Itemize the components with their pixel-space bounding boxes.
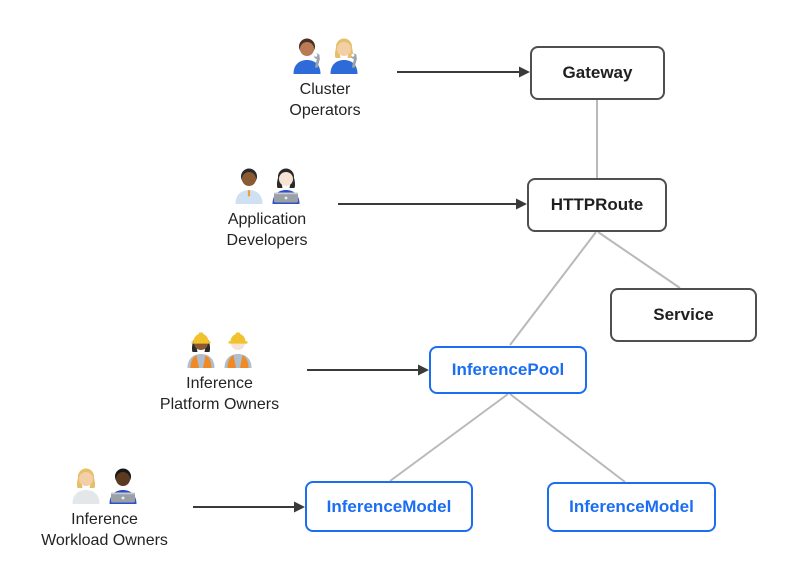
workload-owners-emoji-pair-icon: [69, 464, 140, 504]
actor-application-developers-label: Application Developers: [226, 211, 308, 249]
actor-cluster-operators-label: Cluster Operators: [289, 81, 361, 119]
node-httproute: HTTPRoute: [527, 178, 667, 232]
node-gateway: Gateway: [530, 46, 665, 100]
node-inferencemodel-left-label: InferenceModel: [326, 496, 452, 516]
actor-inference-platform-owners: Inference Platform Owners: [132, 328, 307, 415]
mechanics-emoji-pair-icon: [290, 34, 361, 74]
actor-inference-workload-owners: Inference Workload Owners: [17, 464, 192, 551]
node-service-label: Service: [653, 305, 714, 324]
developers-emoji-pair-icon: [232, 164, 303, 204]
node-inferencemodel-right: InferenceModel: [547, 482, 716, 532]
node-httproute-label: HTTPRoute: [550, 195, 644, 214]
actor-inference-platform-owners-label: Inference Platform Owners: [159, 375, 280, 413]
node-gateway-label: Gateway: [562, 63, 633, 82]
actor-cluster-operators: Cluster Operators: [245, 34, 405, 121]
node-service: Service: [610, 288, 757, 342]
actor-application-developers: Application Developers: [187, 164, 347, 251]
edge-httproute-service: [597, 231, 681, 289]
node-inferencepool-label: InferencePool: [451, 360, 565, 379]
node-inferencemodel-left: InferenceModel: [305, 481, 473, 532]
edge-inferencepool-model-right: [509, 393, 626, 483]
node-inferencepool: InferencePool: [429, 346, 587, 394]
actor-inference-workload-owners-label: Inference Workload Owners: [41, 511, 168, 549]
construction-workers-emoji-pair-icon: [184, 328, 255, 368]
edge-httproute-inferencepool: [509, 231, 597, 346]
node-inferencemodel-right-label: InferenceModel: [569, 497, 694, 516]
edge-inferencepool-model-left: [389, 393, 509, 482]
